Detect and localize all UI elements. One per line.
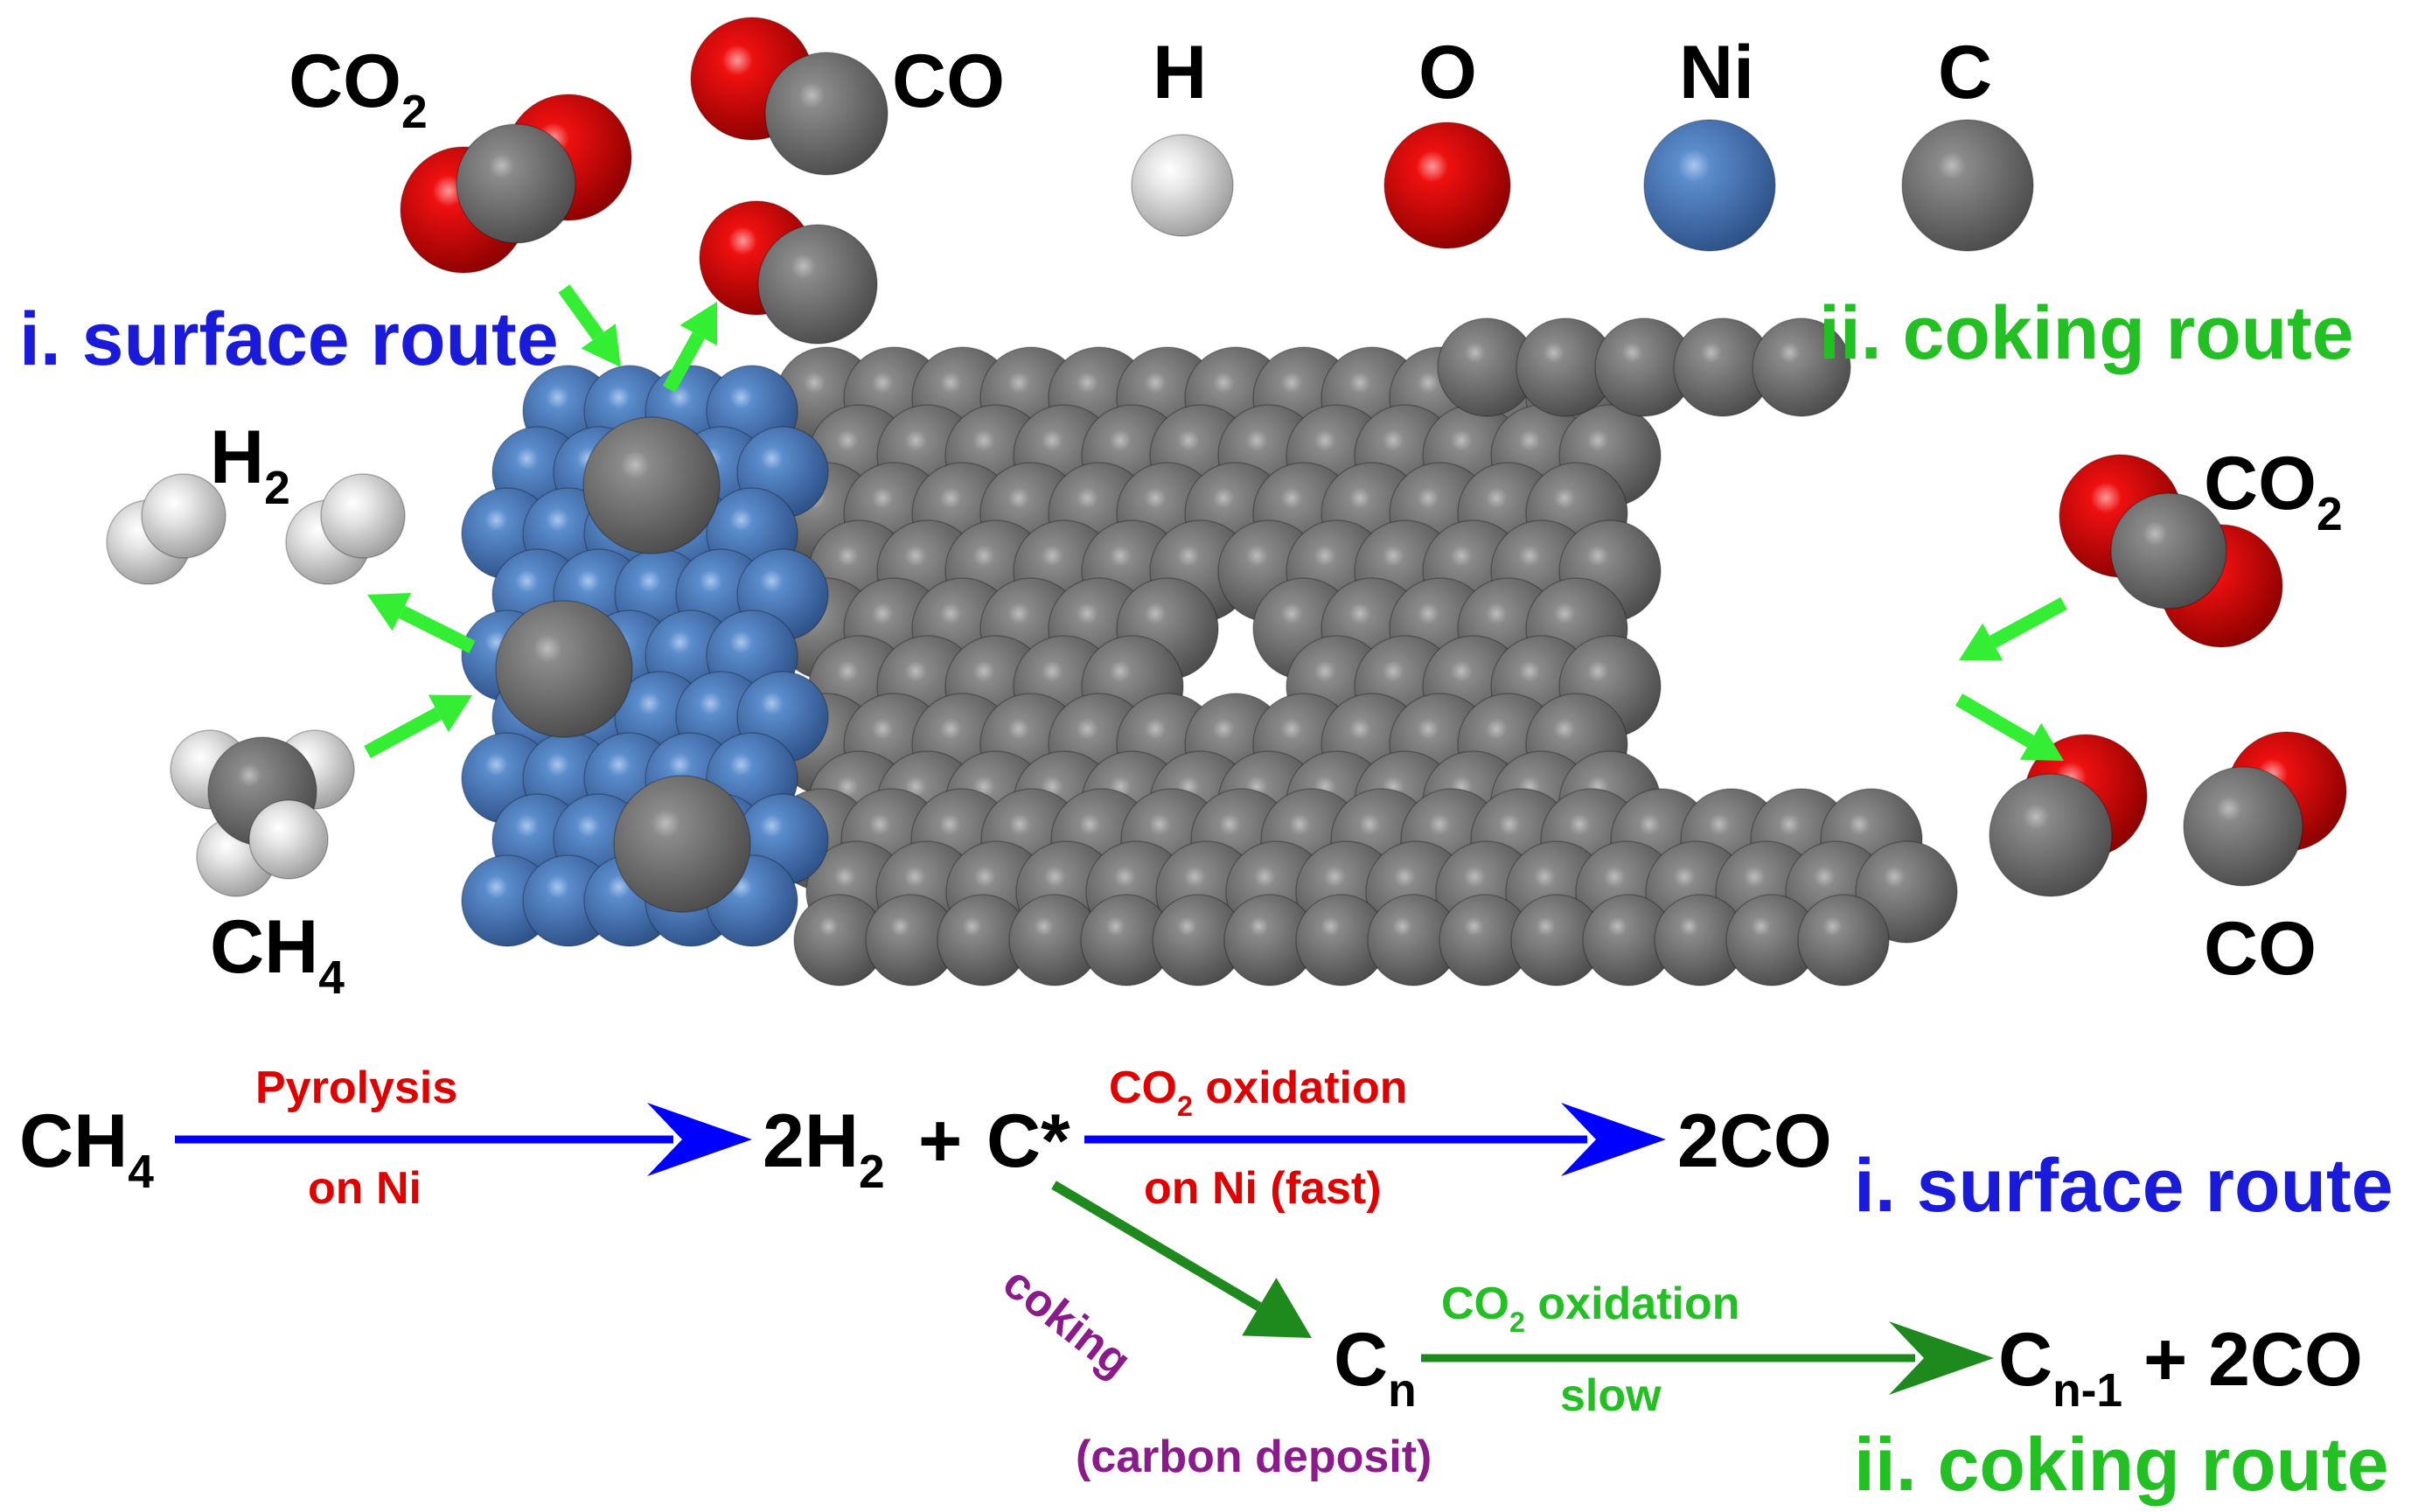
h2-left-atom [141,473,226,559]
adsorbed-carbon-atom [582,416,721,554]
scheme-ch4: CH4 [19,1099,154,1198]
legend-label-h: H [1153,31,1208,115]
co2-oxidation-fast-label: CO2 oxidation [1109,1063,1408,1122]
ch4-adsorb-arrow-head [428,694,472,733]
scheme-plus: + [918,1099,963,1183]
h2-right-atom [320,473,406,559]
co-right-arrow-shaft [1955,693,2035,748]
adsorbed-carbon-atom [495,600,633,738]
molecules [106,17,2347,913]
scheme-c-star: C* [986,1099,1070,1183]
legend-sphere-h [1131,134,1234,237]
scheme-cn-1-plus-2co: Cn-1 + 2CO [1998,1318,2363,1417]
h2-label: H2 [210,415,290,514]
carbon-deposit-label: (carbon deposit) [1076,1432,1432,1482]
coking-route-label: ii. coking route [1819,291,2354,375]
co-desorb-arrow-shaft [662,331,705,393]
legend-sphere-o [1383,122,1511,249]
pyrolysis-arrow-head [647,1103,752,1176]
co-mid-carbon [757,224,878,345]
co-top-carbon [764,52,888,176]
co2-right-carbon [2110,492,2227,610]
co-right-arrow-head [2019,722,2064,761]
co-top-label: CO [892,39,1005,123]
legend-label-o: O [1418,31,1477,115]
pyrolysis-label: Pyrolysis [255,1063,458,1113]
ch4-adsorb-arrow-shaft [364,707,442,759]
co2-right-label: CO2 [2204,442,2343,540]
ch4-hydrogen [248,799,329,880]
ch4-label: CH4 [210,905,345,1004]
co-right-carbon [1989,773,2113,897]
scheme-coking-route-label: ii. coking route [1854,1423,2389,1507]
co2-oxidation-slow-label: CO2 oxidation [1441,1279,1740,1338]
legend-sphere-ni [1643,119,1776,252]
co2-right-arrow-head [1959,623,2003,661]
co2-oxidation-slow-arrow-head [1889,1321,1994,1395]
co2-top-label: CO2 [289,39,428,138]
co-right-label: CO [2204,907,2317,991]
reaction-arrows [175,284,2067,1395]
slow-label: slow [1560,1370,1662,1421]
scheme-surface-route-label: i. surface route [1854,1144,2394,1228]
scheme-cn: Cn [1334,1318,1417,1417]
co2-adsorb-arrow-head [581,324,621,367]
nanotube-atom [1752,317,1851,417]
co2-adsorb-arrow-shaft [558,284,604,341]
adsorbed-carbon-atom [613,775,751,913]
co-right2-carbon [2183,766,2303,887]
h2-release-arrow-shaft [398,605,476,654]
legend-sphere-c [1901,119,2034,252]
coking-arrow-shaft [1051,1181,1262,1312]
legend-label-ni: Ni [1679,31,1754,115]
co-desorb-arrow-head [679,302,717,346]
scheme-2h2: 2H2 [763,1099,885,1198]
on-ni-fast-label: on Ni (fast) [1144,1163,1382,1214]
legend-label-c: C [1938,31,1993,115]
co2-oxidation-fast-arrow-head [1561,1103,1666,1176]
nanotube-atom [1797,894,1890,986]
surface-route-label: i. surface route [19,297,559,381]
co2-top-carbon [456,123,576,244]
h2-release-arrow-head [367,593,412,631]
on-ni-label: on Ni [308,1163,422,1214]
carbon-nanotube [770,317,1958,986]
coking-arrow-head [1242,1278,1312,1338]
scheme-2co: 2CO [1677,1099,1832,1183]
co2-right-arrow-shaft [1989,596,2067,649]
